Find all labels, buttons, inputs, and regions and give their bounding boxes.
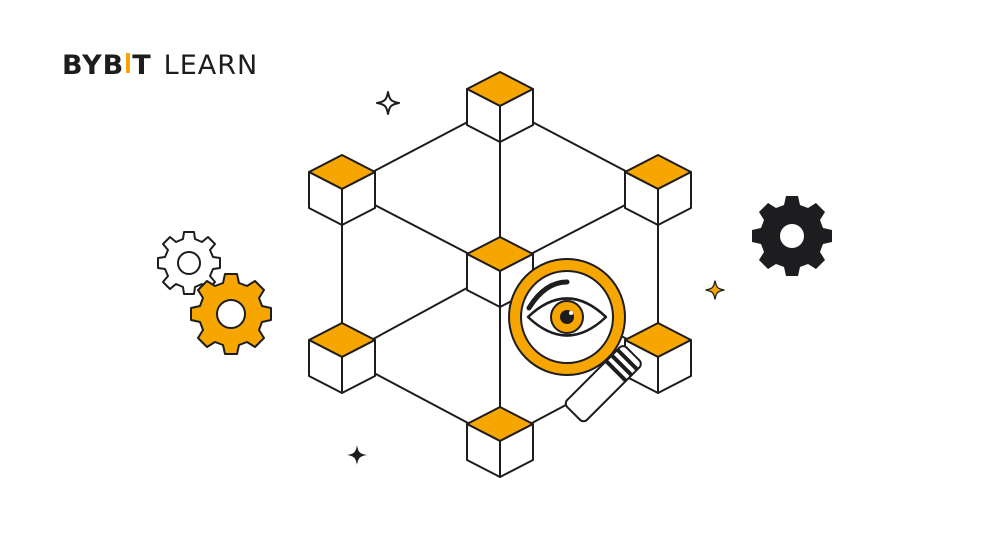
logo-brand-part2: T bbox=[132, 50, 152, 81]
gear-icon-orange bbox=[190, 273, 272, 355]
logo-product: LEARN bbox=[163, 50, 259, 81]
sparkle-icon-orange bbox=[705, 280, 725, 300]
cube-node-upper-right bbox=[624, 154, 692, 226]
sparkle-icon-outline bbox=[376, 91, 400, 115]
sparkle-icon-dark bbox=[347, 445, 367, 465]
gear-icon-outline bbox=[157, 231, 221, 295]
gear-icon-dark bbox=[752, 196, 832, 276]
cube-node-upper-left bbox=[308, 154, 376, 226]
cube-node-bottom bbox=[466, 406, 534, 478]
eye-icon bbox=[526, 297, 608, 337]
logo-brand-part1: BYB bbox=[62, 50, 125, 81]
magnifier-icon bbox=[508, 258, 642, 423]
cube-node-lower-left bbox=[308, 322, 376, 394]
cube-node-top bbox=[466, 71, 534, 143]
logo-accent-bar bbox=[126, 53, 131, 73]
